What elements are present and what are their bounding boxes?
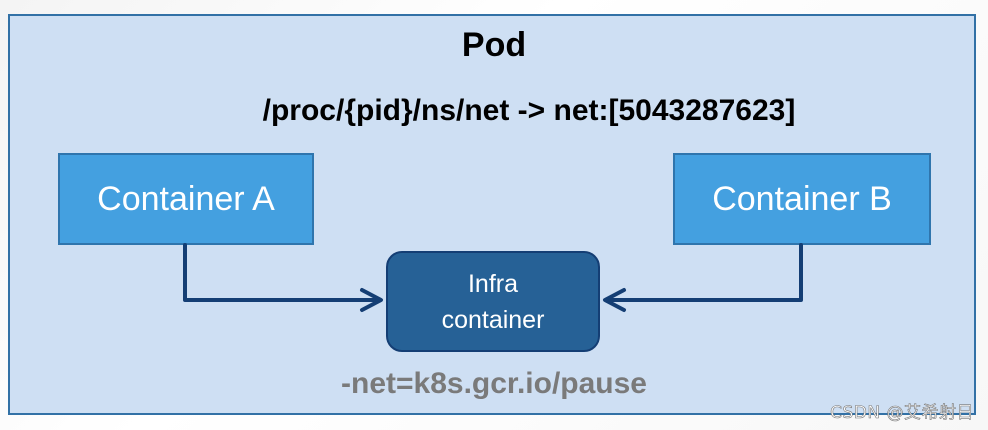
infra-container-label-line2: container — [441, 305, 545, 334]
container-b-label: Container B — [712, 179, 892, 218]
container-b: Container B — [673, 153, 931, 245]
infra-container-label-line1: Infra — [467, 269, 519, 298]
container-a-label: Container A — [97, 179, 275, 218]
pod-title: Pod — [461, 26, 527, 64]
network-namespace-path: /proc/{pid}/ns/net -> net:[5043287623] — [262, 94, 796, 127]
container-a: Container A — [58, 153, 314, 245]
pause-image-label: -net=k8s.gcr.io/pause — [341, 367, 647, 400]
infra-container: Infra container — [386, 251, 600, 352]
watermark: CSDN @艾希射日 — [830, 403, 974, 424]
